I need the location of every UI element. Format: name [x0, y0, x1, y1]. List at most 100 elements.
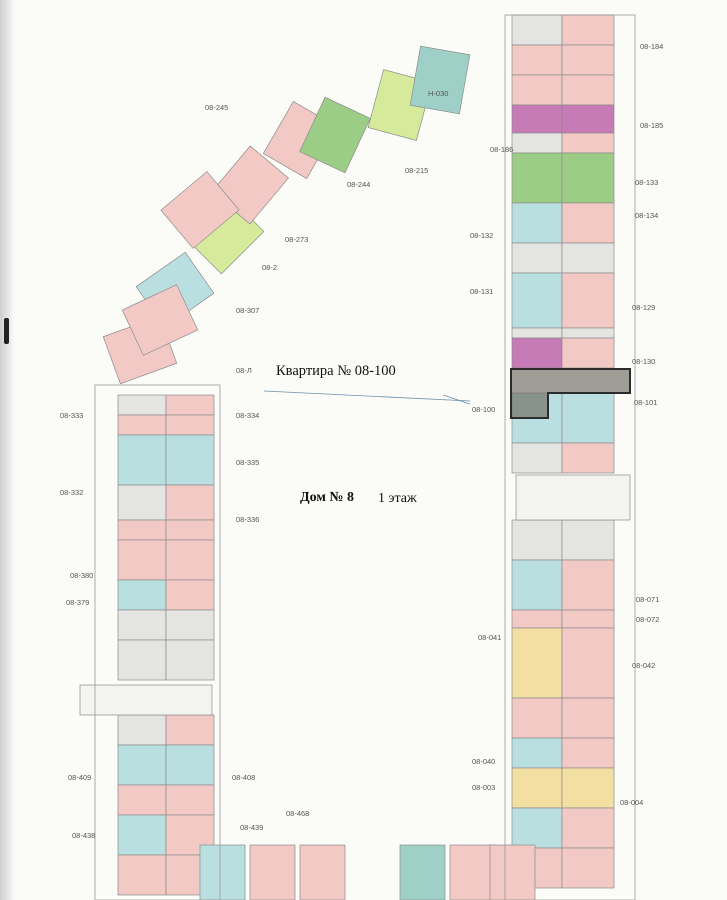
unit-label-Н-030: Н-030	[428, 89, 448, 98]
unit-label-08-129: 08-129	[632, 303, 655, 312]
wall-outlines	[94, 14, 636, 900]
room-right-b-1	[561, 44, 615, 76]
unit-label-08-130: 08-130	[632, 357, 655, 366]
unit-label-08-186: 08-186	[490, 145, 513, 154]
unit-label-08-333: 08-333	[60, 411, 83, 420]
room-left-b-2	[165, 434, 215, 486]
room-left-b-8	[165, 639, 215, 681]
room-left-a-3	[117, 484, 167, 521]
room-left-b-5	[165, 539, 215, 581]
room-bottom-4	[449, 844, 496, 900]
room-right-b-16	[561, 627, 615, 699]
room-right-b-12	[561, 442, 615, 474]
unit-label-08-185: 08-185	[640, 121, 663, 130]
room-right-a-2	[511, 74, 563, 106]
room-right-a-14	[511, 559, 563, 611]
passage-left	[79, 684, 213, 716]
room-right-b-20	[561, 807, 615, 849]
apartment-caption: Квартира № 08-100	[276, 363, 396, 379]
room-right-a-17	[511, 697, 563, 739]
unit-label-08-468: 08-468	[286, 809, 309, 818]
unit-label-08-335: 08-335	[236, 458, 259, 467]
room-left-b-9	[165, 714, 215, 746]
unit-label-08-336: 08-336	[236, 515, 259, 524]
room-right-b-19	[561, 767, 615, 809]
room-right-b-6	[561, 202, 615, 244]
unit-label-08-438: 08-438	[72, 831, 95, 840]
room-right-a-7	[511, 242, 563, 274]
room-left-b-6	[165, 579, 215, 611]
unit-label-08-040: 08-040	[472, 757, 495, 766]
unit-label-08-244: 08-244	[347, 180, 370, 189]
unit-label-08-133: 08-133	[635, 178, 658, 187]
room-arc-9	[121, 284, 199, 356]
callout-line-2	[442, 394, 471, 405]
room-left-a-13	[117, 854, 167, 896]
callout-line	[263, 390, 471, 402]
room-left-a-4	[117, 519, 167, 541]
room-right-b-10	[561, 337, 615, 369]
room-left-b-0	[165, 394, 215, 416]
room-right-b-5	[561, 152, 615, 204]
room-bottom-1	[249, 844, 296, 900]
room-right-b-7	[561, 242, 615, 274]
unit-label-08-439: 08-439	[240, 823, 263, 832]
room-left-b-4	[165, 519, 215, 541]
unit-label-08-134: 08-134	[635, 211, 658, 220]
room-left-a-10	[117, 744, 167, 786]
room-arc-7	[409, 45, 471, 115]
apartment-blocks	[79, 14, 631, 900]
room-left-b-7	[165, 609, 215, 641]
room-left-b-11	[165, 784, 215, 816]
scan-edge	[0, 0, 14, 900]
room-right-b-21	[561, 847, 615, 889]
passage-right	[515, 474, 631, 521]
room-left-a-1	[117, 414, 167, 436]
room-right-b-17	[561, 697, 615, 739]
unit-label-08-380: 08-380	[70, 571, 93, 580]
room-right-a-9	[511, 327, 563, 339]
highlighted-apartment-08-100[interactable]	[510, 368, 631, 419]
room-left-a-12	[117, 814, 167, 856]
room-right-b-11	[561, 392, 615, 444]
unit-label-08-307: 08-307	[236, 306, 259, 315]
room-left-b-10	[165, 744, 215, 786]
floor-caption: 1 этаж	[378, 491, 417, 506]
room-right-b-8	[561, 272, 615, 329]
wing-outline-0	[504, 14, 636, 900]
unit-label-08-004: 08-004	[620, 798, 643, 807]
unit-label-08-042: 08-042	[632, 661, 655, 670]
room-left-a-7	[117, 609, 167, 641]
room-right-b-9	[561, 327, 615, 339]
room-right-a-13	[511, 519, 563, 561]
room-right-a-19	[511, 767, 563, 809]
unit-label-08-2: 08-2	[262, 263, 277, 272]
room-right-a-8	[511, 272, 563, 329]
room-right-b-13	[561, 519, 615, 561]
room-left-a-8	[117, 639, 167, 681]
room-right-a-18	[511, 737, 563, 769]
room-right-a-16	[511, 627, 563, 699]
unit-label-08-071: 08-071	[636, 595, 659, 604]
unit-label-08-041: 08-041	[478, 633, 501, 642]
unit-label-08-003: 08-003	[472, 783, 495, 792]
room-left-b-3	[165, 484, 215, 521]
room-left-a-11	[117, 784, 167, 816]
room-left-b-1	[165, 414, 215, 436]
room-right-a-12	[511, 442, 563, 474]
house-caption: Дом № 8	[300, 490, 354, 505]
unit-label-08-072: 08-072	[636, 615, 659, 624]
room-right-b-14	[561, 559, 615, 611]
room-right-a-6	[511, 202, 563, 244]
unit-label-08-409: 08-409	[68, 773, 91, 782]
unit-label-08-408: 08-408	[232, 773, 255, 782]
unit-label-08-101: 08-101	[634, 398, 657, 407]
unit-label-08-184: 08-184	[640, 42, 663, 51]
room-left-a-9	[117, 714, 167, 746]
room-right-b-3	[561, 104, 615, 134]
room-right-a-10	[511, 337, 563, 369]
room-bottom-0	[199, 844, 246, 900]
room-right-b-15	[561, 609, 615, 629]
room-right-a-15	[511, 609, 563, 629]
